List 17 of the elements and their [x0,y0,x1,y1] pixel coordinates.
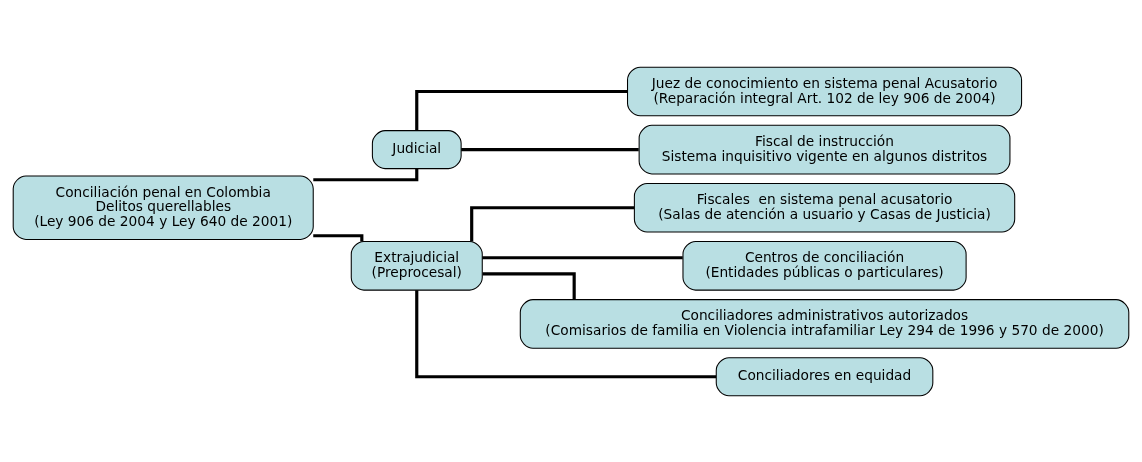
node-box: Fiscal de instrucción Sistema inquisitivo vigente en algunos distritos [638,124,1011,174]
node-box: Centros de conciliación (Entidades públicas o particulares) [682,240,967,291]
node-box: Juez de conocimiento en sistema penal Acusatorio (Reparación integral Art. 102 de ley 906 de 2004) [627,66,1023,116]
connector [482,255,683,259]
connector [470,205,635,242]
connector [415,289,717,378]
node-box: Judicial [371,129,462,169]
node-box: Extrajudicial (Preprocesal) [350,240,483,291]
connector [313,168,419,181]
connector [461,147,639,151]
node-box: Conciliación penal en Colombia Delitos querellables (Ley 906 de 2004 y Ley 640 de 2001) [12,175,314,240]
connector [415,89,628,131]
node-box: Conciliadores administrativos autorizados (Comisarios de familia en Violencia intrafamiliar Ley 294 de 1996 y 570 de 2000) [519,298,1130,349]
connector [313,233,364,242]
node-box: Fiscales en sistema penal acusatorio (Salas de atención a usuario y Casas de Justicia) [633,182,1016,233]
connector [482,271,576,299]
node-box: Conciliadores en equidad [715,356,934,396]
